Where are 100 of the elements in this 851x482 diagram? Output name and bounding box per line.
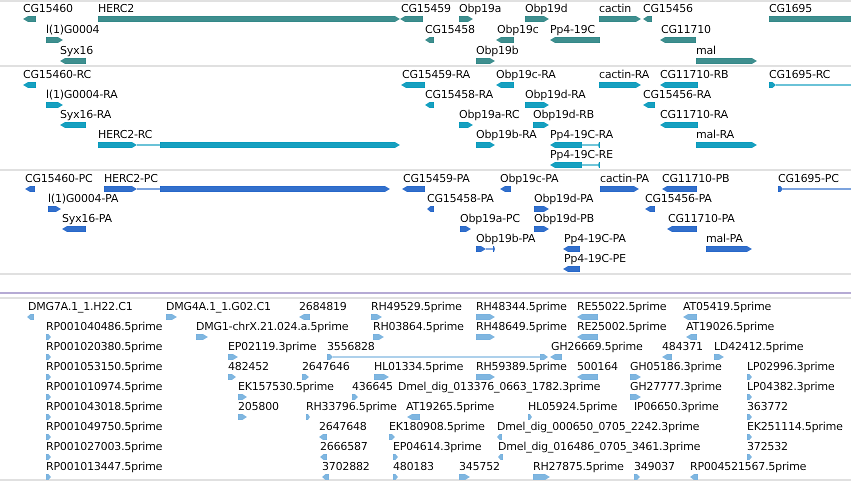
feature-label: EK157530.5prime bbox=[238, 380, 334, 393]
feature-label: Obp19d-PB bbox=[534, 212, 594, 225]
feature-label: Pp4-19C-PE bbox=[564, 252, 626, 265]
feature-label: CG1695-RC bbox=[769, 68, 830, 81]
feature-label: Dmel_dig_013376_0663_1782.3prime bbox=[398, 380, 600, 393]
feature-label: GH05186.3prime bbox=[630, 360, 722, 373]
feature-label: CG15459-RA bbox=[402, 68, 470, 81]
feature-label: DMG4A.1_1.G02.C1 bbox=[166, 300, 271, 313]
feature-label: Pp4-19C bbox=[550, 23, 595, 36]
feature-label: 3556828 bbox=[327, 340, 375, 353]
feature-label: 2684819 bbox=[299, 300, 347, 313]
feature-label: l(1)G0004-RA bbox=[46, 88, 118, 101]
feature-label: LP04382.3prime bbox=[747, 380, 834, 393]
feature-label: GH27777.3prime bbox=[630, 380, 722, 393]
feature-label: CG11710-PA bbox=[668, 212, 735, 225]
feature-label: 3702882 bbox=[322, 460, 370, 473]
feature-label: Obp19d bbox=[525, 2, 568, 15]
feature-label: Pp4-19C-RE bbox=[550, 148, 613, 161]
feature-label: RH59389.5prime bbox=[476, 360, 567, 373]
feature-label: IP06650.3prime bbox=[634, 400, 719, 413]
feature-label: mal bbox=[696, 44, 716, 57]
feature-label: RP001027003.5prime bbox=[46, 440, 162, 453]
feature-label: cactin-RA bbox=[599, 68, 650, 81]
feature-label: GH26669.5prime bbox=[551, 340, 643, 353]
feature-label: RP001013447.5prime bbox=[46, 460, 162, 473]
feature-label: Obp19b-RA bbox=[476, 128, 536, 141]
feature-label: CG1695-PC bbox=[778, 172, 839, 185]
feature-label: Obp19d-RB bbox=[533, 108, 594, 121]
feature-label: Syx16-PA bbox=[62, 212, 112, 225]
feature-label: 2647646 bbox=[302, 360, 350, 373]
feature-label: CG15459 bbox=[401, 2, 451, 15]
feature-label: RE55022.5prime bbox=[577, 300, 666, 313]
feature-label: mal-PA bbox=[706, 232, 743, 245]
feature-label: CG15460-RC bbox=[23, 68, 91, 81]
feature-label: 484371 bbox=[662, 340, 703, 353]
feature-label: CG11710-RA bbox=[660, 108, 728, 121]
feature-label: HL01334.5prime bbox=[374, 360, 464, 373]
feature-label: Obp19a-PC bbox=[460, 212, 520, 225]
feature-label: CG15456 bbox=[643, 2, 693, 15]
feature-label: 205800 bbox=[238, 400, 279, 413]
feature-label: 372532 bbox=[747, 440, 788, 453]
feature-label: 2666587 bbox=[320, 440, 368, 453]
feature-label: LD42412.5prime bbox=[714, 340, 804, 353]
feature-label: CG11710 bbox=[661, 23, 711, 36]
feature-label: RH27875.5prime bbox=[533, 460, 624, 473]
feature-label: mal-RA bbox=[696, 128, 734, 141]
feature-label: Syx16 bbox=[60, 44, 93, 57]
feature-label: RE25002.5prime bbox=[577, 320, 666, 333]
feature-label: EP04614.3prime bbox=[393, 440, 482, 453]
feature-label: RP001020380.5prime bbox=[46, 340, 162, 353]
feature-label: Obp19b bbox=[476, 44, 518, 57]
feature-label: Obp19b-PA bbox=[476, 232, 536, 245]
feature-label: 500164 bbox=[577, 360, 618, 373]
feature-label: DMG1-chrX.21.024.a.5prime bbox=[196, 320, 348, 333]
feature-label: 436645 bbox=[352, 380, 393, 393]
feature-label: RP001049750.5prime bbox=[46, 420, 162, 433]
feature-label: LP02996.3prime bbox=[747, 360, 834, 373]
feature-label: AT19265.5prime bbox=[406, 400, 494, 413]
feature-label: CG15460-PC bbox=[25, 172, 92, 185]
feature-label: HERC2 bbox=[98, 2, 134, 15]
feature-label: RH48649.5prime bbox=[476, 320, 567, 333]
feature-label: RP004521567.5prime bbox=[690, 460, 806, 473]
feature-label: HL05924.5prime bbox=[528, 400, 618, 413]
feature-label: RH33796.5prime bbox=[306, 400, 397, 413]
feature-label: Syx16-RA bbox=[60, 108, 112, 121]
feature-label: Dmel_dig_016486_0705_3461.3prime bbox=[498, 440, 700, 453]
feature-label: 482452 bbox=[228, 360, 269, 373]
feature-label: Obp19a bbox=[459, 2, 502, 15]
feature-label: CG15459-PA bbox=[403, 172, 470, 185]
feature-label: Pp4-19C-PA bbox=[564, 232, 626, 245]
feature-label: RP001010974.5prime bbox=[46, 380, 162, 393]
feature-label: cactin-PA bbox=[600, 172, 649, 185]
feature-label: Pp4-19C-RA bbox=[550, 128, 613, 141]
feature-label: RH49529.5prime bbox=[371, 300, 462, 313]
feature-label: 345752 bbox=[459, 460, 500, 473]
feature-label: 363772 bbox=[747, 400, 788, 413]
feature-label: CG15458 bbox=[425, 23, 475, 36]
feature-label: AT05419.5prime bbox=[683, 300, 772, 313]
feature-label: Obp19c-RA bbox=[496, 68, 556, 81]
feature-label: RH48344.5prime bbox=[476, 300, 567, 313]
feature-label: CG1695 bbox=[769, 2, 812, 15]
feature-label: EK180908.5prime bbox=[389, 420, 485, 433]
feature-label: Dmel_dig_000650_0705_2242.3prime bbox=[497, 420, 700, 433]
feature-label: CG15460 bbox=[23, 2, 73, 15]
feature-label: Obp19d-PA bbox=[534, 192, 594, 205]
feature-label: CG15456-PA bbox=[645, 192, 712, 205]
feature-label: Obp19c bbox=[497, 23, 538, 36]
feature-label: HERC2-RC bbox=[98, 128, 152, 141]
feature-label: cactin bbox=[599, 2, 631, 15]
feature-label: Obp19d-RA bbox=[525, 88, 586, 101]
feature-label: DMG7A.1_1.H22.C1 bbox=[28, 300, 133, 313]
feature-label: RP001043018.5prime bbox=[46, 400, 162, 413]
feature-label: RP001040486.5prime bbox=[46, 320, 162, 333]
feature-label: CG15456-RA bbox=[643, 88, 711, 101]
feature-label: HERC2-PC bbox=[104, 172, 158, 185]
feature-label: 2647648 bbox=[319, 420, 367, 433]
feature-label: EP02119.3prime bbox=[228, 340, 316, 353]
feature-label: 480183 bbox=[393, 460, 434, 473]
feature-label: Obp19c-PA bbox=[500, 172, 558, 185]
feature-label: RP001053150.5prime bbox=[46, 360, 162, 373]
